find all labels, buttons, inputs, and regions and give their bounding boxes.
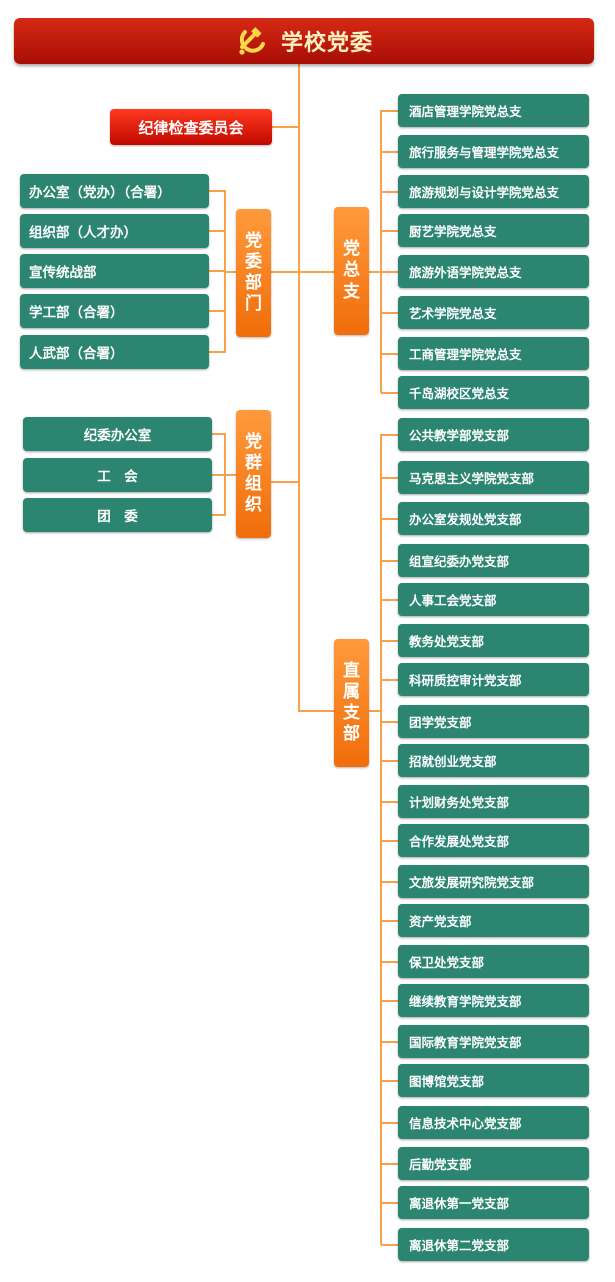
connector-tick bbox=[381, 391, 398, 394]
connector-tick bbox=[381, 190, 398, 193]
connector-tick bbox=[209, 230, 226, 232]
connector-tick bbox=[209, 190, 226, 192]
connector-tick bbox=[381, 639, 398, 642]
connector-tick bbox=[381, 229, 398, 232]
trunk-line bbox=[298, 64, 300, 712]
general-branch-item: 工商管理学院党总支 bbox=[398, 337, 589, 370]
connector-tick bbox=[381, 1040, 398, 1043]
connector-tick bbox=[381, 800, 398, 803]
connector-tick bbox=[381, 109, 398, 112]
header-title: 学校党委 bbox=[280, 31, 373, 56]
party-departments-group: 党委部门 bbox=[236, 209, 271, 337]
party-dept-item: 学工部（合署） bbox=[20, 294, 209, 328]
direct-branch-item: 图博馆党支部 bbox=[398, 1064, 589, 1097]
direct-branch-item: 计划财务处党支部 bbox=[398, 785, 589, 818]
connector-tick bbox=[381, 598, 398, 601]
general-branch-item: 艺术学院党总支 bbox=[398, 296, 589, 329]
direct-branch-item: 马克思主义学院党支部 bbox=[398, 461, 589, 494]
direct-branch-item: 资产党支部 bbox=[398, 904, 589, 937]
direct-branch-item: 人事工会党支部 bbox=[398, 583, 589, 616]
direct-branch-item: 信息技术中心党支部 bbox=[398, 1106, 589, 1139]
direct-branch-item: 离退休第一党支部 bbox=[398, 1186, 589, 1219]
connector-tick bbox=[381, 1201, 398, 1204]
direct-branch-item: 教务处党支部 bbox=[398, 624, 589, 657]
mass-org-item: 工 会 bbox=[23, 458, 212, 492]
connector-tick bbox=[381, 839, 398, 842]
direct-branch-item: 文旅发展研究院党支部 bbox=[398, 865, 589, 898]
connector-tick bbox=[212, 514, 226, 516]
connector-tick bbox=[381, 433, 398, 436]
school-party-committee-header: 学校党委 bbox=[14, 18, 594, 64]
connector-tick bbox=[381, 678, 398, 681]
connector-tick bbox=[381, 1243, 398, 1246]
direct-branches-group: 直属支部 bbox=[334, 639, 369, 767]
direct-branch-item: 招就创业党支部 bbox=[398, 744, 589, 777]
general-branches-label: 党总支 bbox=[343, 239, 360, 302]
general-branch-item: 旅行服务与管理学院党总支 bbox=[398, 135, 589, 168]
party-dept-item: 人武部（合署） bbox=[20, 335, 209, 369]
mass-org-item: 团 委 bbox=[23, 498, 212, 532]
party-departments-label: 党委部门 bbox=[245, 230, 262, 315]
general-branch-out-connector bbox=[369, 271, 381, 273]
direct-branch-item: 保卫处党支部 bbox=[398, 945, 589, 978]
mass-organizations-label: 党群组织 bbox=[245, 431, 262, 516]
connector-tick bbox=[381, 960, 398, 963]
direct-branch-item: 合作发展处党支部 bbox=[398, 824, 589, 857]
direct-branch-connector bbox=[298, 710, 334, 712]
general-branch-item: 千岛湖校区党总支 bbox=[398, 376, 589, 409]
general-branch-item: 酒店管理学院党总支 bbox=[398, 94, 589, 127]
direct-branch-item: 办公室发规处党支部 bbox=[398, 502, 589, 535]
general-branch-bracket bbox=[380, 110, 382, 393]
general-branch-item: 旅游外语学院党总支 bbox=[398, 255, 589, 288]
connector-tick bbox=[381, 311, 398, 314]
discipline-connector bbox=[272, 126, 299, 128]
mass-org-connector bbox=[271, 481, 299, 483]
direct-branch-item: 团学党支部 bbox=[398, 705, 589, 738]
connector-tick bbox=[381, 1121, 398, 1124]
connector-tick bbox=[381, 517, 398, 520]
connector-tick bbox=[209, 310, 226, 312]
connector-tick bbox=[381, 1079, 398, 1082]
direct-branch-out-connector bbox=[369, 710, 381, 712]
general-branches-group: 党总支 bbox=[334, 207, 369, 335]
direct-branch-item: 公共教学部党支部 bbox=[398, 418, 589, 451]
connector-tick bbox=[209, 270, 226, 272]
connector-tick bbox=[381, 919, 398, 922]
mass-org-bracket-join bbox=[224, 474, 236, 476]
direct-branch-item: 继续教育学院党支部 bbox=[398, 984, 589, 1017]
connector-tick bbox=[381, 150, 398, 153]
connector-tick bbox=[381, 999, 398, 1002]
party-dept-connector bbox=[271, 271, 334, 273]
connector-tick bbox=[381, 352, 398, 355]
mass-organizations-group: 党群组织 bbox=[236, 410, 271, 538]
mass-org-item: 纪委办公室 bbox=[23, 417, 212, 451]
party-dept-bracket-join bbox=[224, 271, 236, 273]
direct-branch-item: 后勤党支部 bbox=[398, 1147, 589, 1180]
connector-tick bbox=[212, 433, 226, 435]
direct-branch-item: 国际教育学院党支部 bbox=[398, 1025, 589, 1058]
general-branch-item: 厨艺学院党总支 bbox=[398, 214, 589, 247]
direct-branches-label: 直属支部 bbox=[343, 660, 360, 745]
party-dept-item: 办公室（党办）（合署） bbox=[20, 174, 209, 208]
direct-branch-item: 组宣纪委办党支部 bbox=[398, 544, 589, 577]
connector-tick bbox=[381, 880, 398, 883]
general-branch-item: 旅游规划与设计学院党总支 bbox=[398, 175, 589, 208]
connector-tick bbox=[381, 270, 398, 273]
connector-tick bbox=[381, 559, 398, 562]
discipline-committee-box: 纪律检查委员会 bbox=[110, 109, 272, 145]
connector-tick bbox=[381, 720, 398, 723]
party-dept-item: 组织部（人才办） bbox=[20, 214, 209, 248]
direct-branch-item: 科研质控审计党支部 bbox=[398, 663, 589, 696]
connector-tick bbox=[212, 474, 226, 476]
party-dept-item: 宣传统战部 bbox=[20, 254, 209, 288]
connector-tick bbox=[381, 1162, 398, 1165]
connector-tick bbox=[209, 351, 226, 353]
direct-branch-item: 离退休第二党支部 bbox=[398, 1228, 589, 1261]
connector-tick bbox=[381, 476, 398, 479]
connector-tick bbox=[381, 759, 398, 762]
party-emblem-icon bbox=[239, 27, 265, 55]
